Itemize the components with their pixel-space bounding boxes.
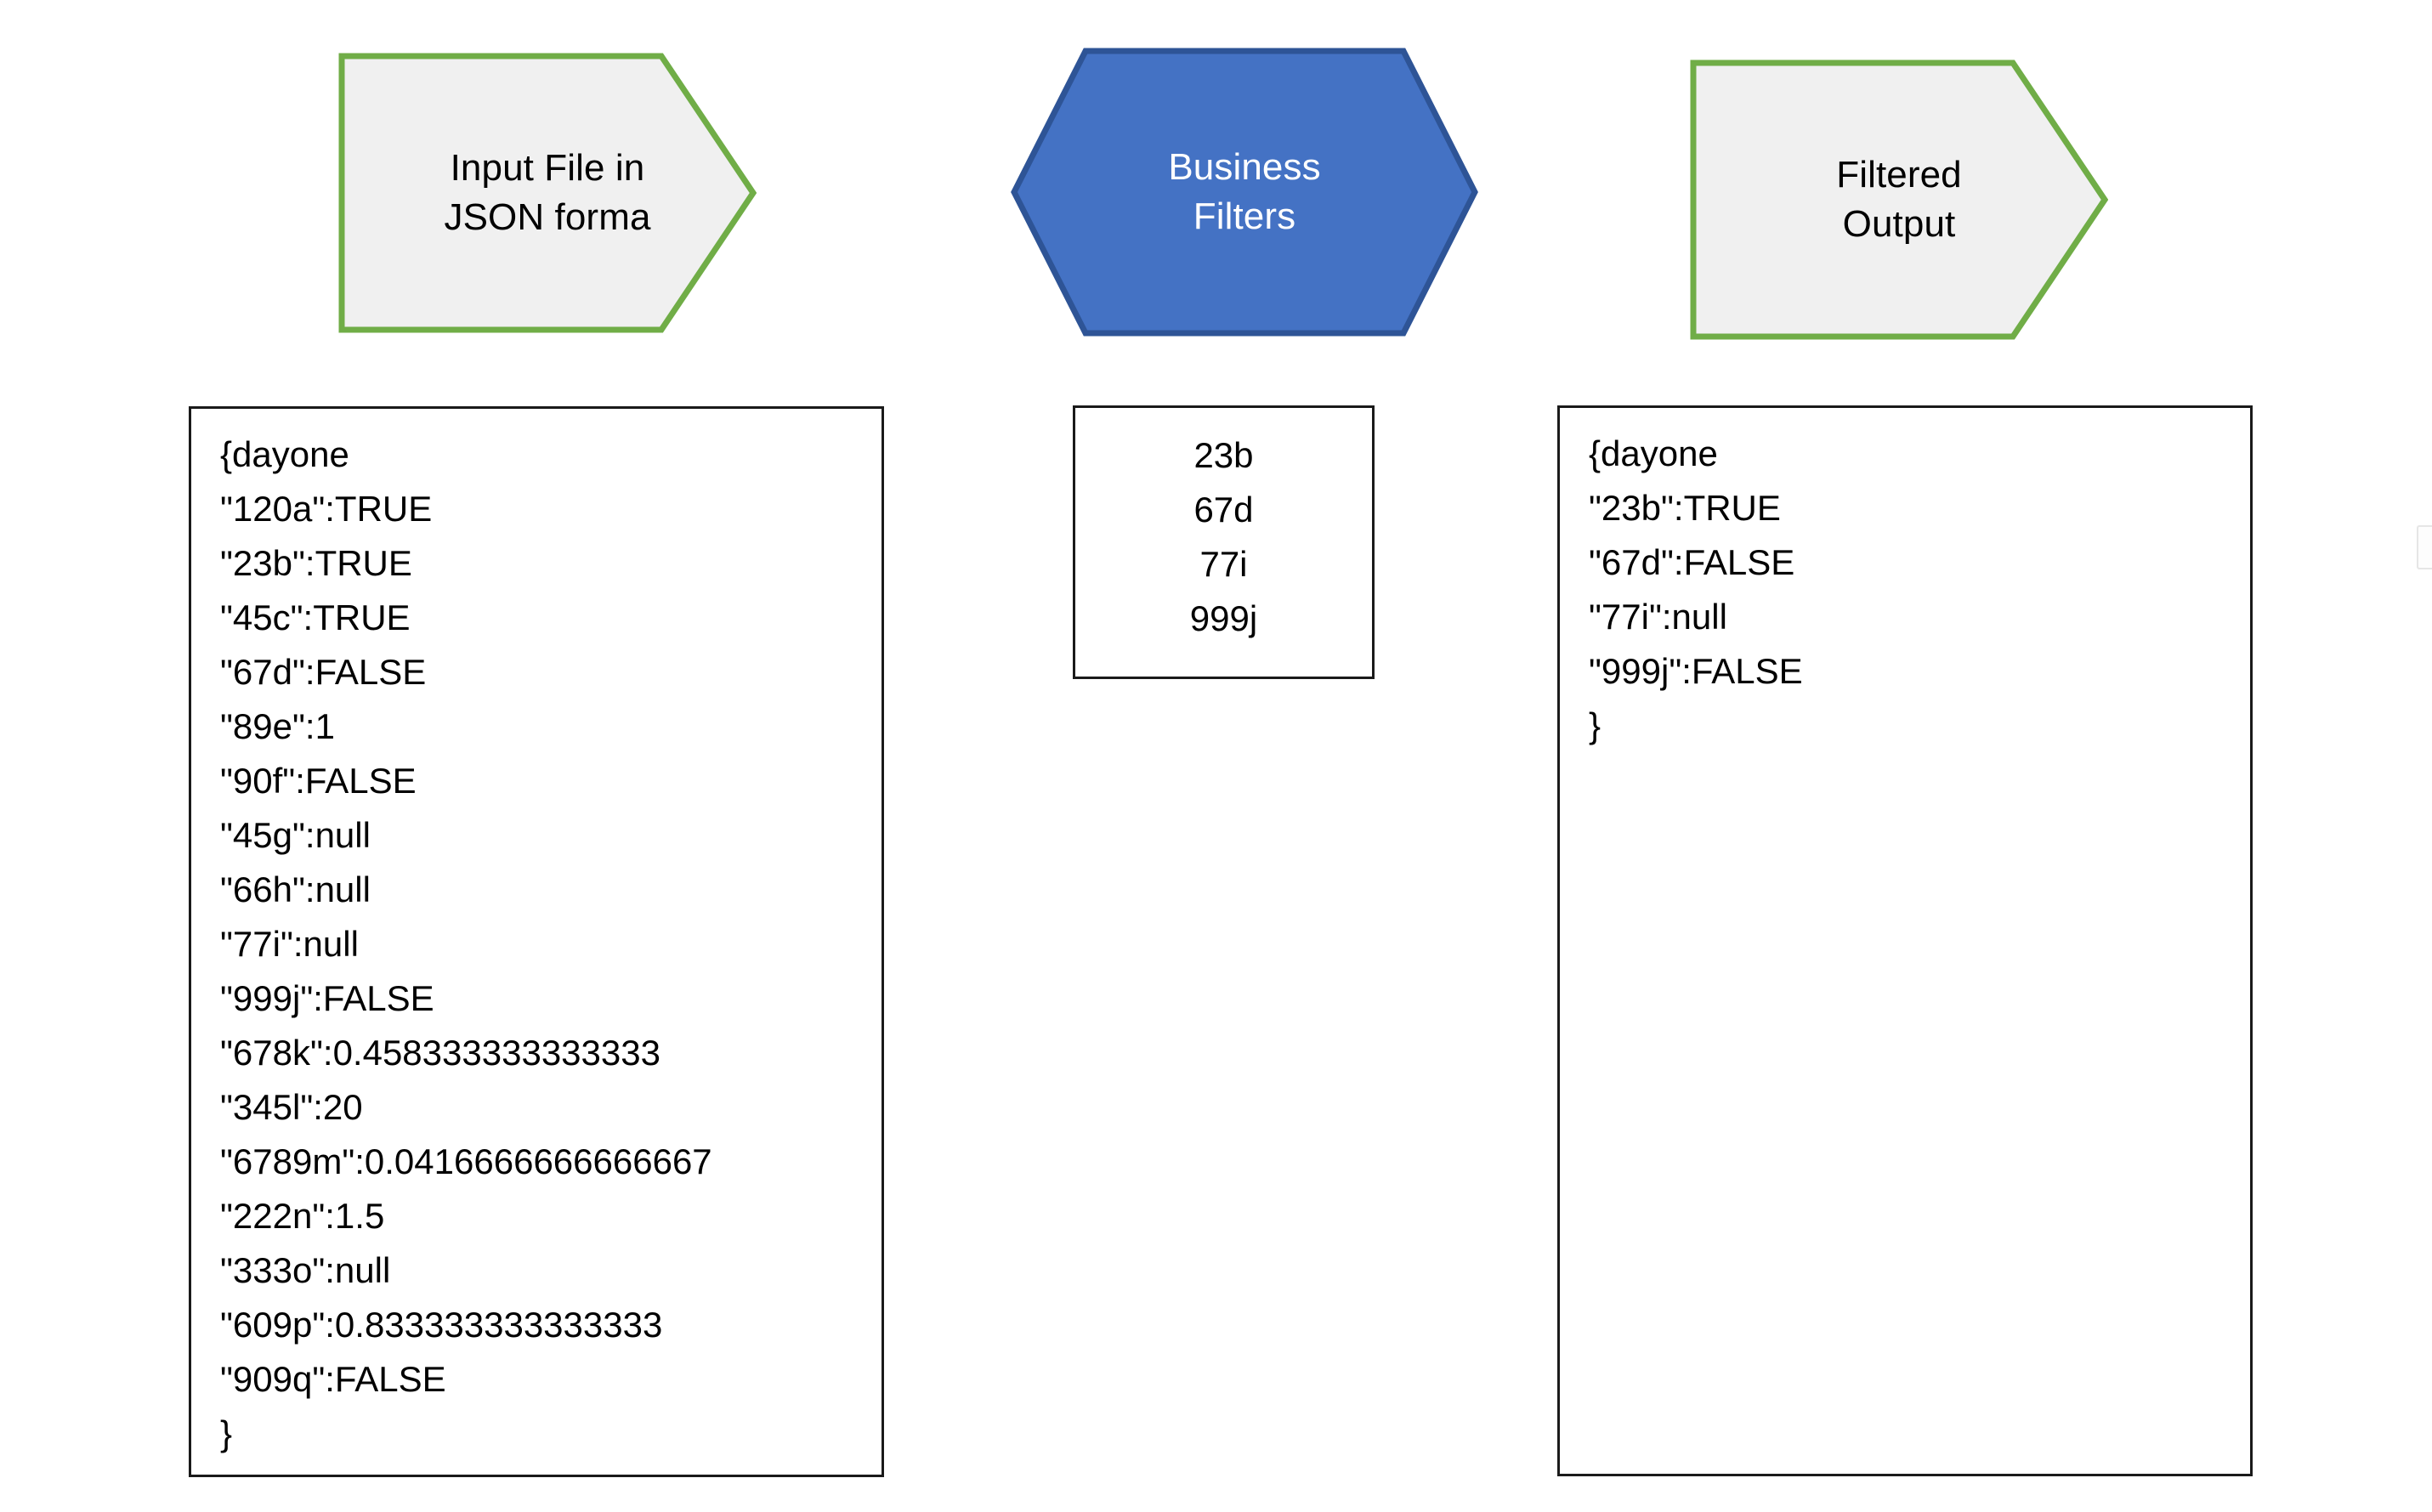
stage-shape-filtered-output-label: Filtered Output <box>1836 153 1962 245</box>
stage-shape-business-filters[interactable]: Business Filters <box>1011 48 1478 337</box>
input-json-content: {dayone "120a":TRUE "23b":TRUE "45c":TRU… <box>220 434 712 1453</box>
stage-shape-input-file[interactable]: Input File in JSON forma <box>338 53 757 333</box>
stage-shape-input-file-label: Input File in JSON forma <box>444 146 651 238</box>
filtered-output-content: {dayone "23b":TRUE "67d":FALSE "77i":nul… <box>1589 433 1803 745</box>
hexagon-icon <box>1011 48 1478 337</box>
business-filters-content: 23b 67d 77i 999j <box>1189 435 1258 638</box>
business-filters-textbox[interactable]: 23b 67d 77i 999j <box>1073 405 1375 679</box>
chevron-pentagon-icon <box>338 53 757 333</box>
filtered-output-textbox[interactable]: {dayone "23b":TRUE "67d":FALSE "77i":nul… <box>1557 405 2253 1476</box>
chevron-pentagon-icon <box>1690 59 2108 340</box>
stage-shape-filtered-output[interactable]: Filtered Output <box>1690 59 2108 340</box>
input-json-textbox[interactable]: {dayone "120a":TRUE "23b":TRUE "45c":TRU… <box>189 406 884 1477</box>
stage-shape-business-filters-label: Business Filters <box>1168 145 1321 237</box>
right-edge-artifact <box>2417 525 2432 569</box>
